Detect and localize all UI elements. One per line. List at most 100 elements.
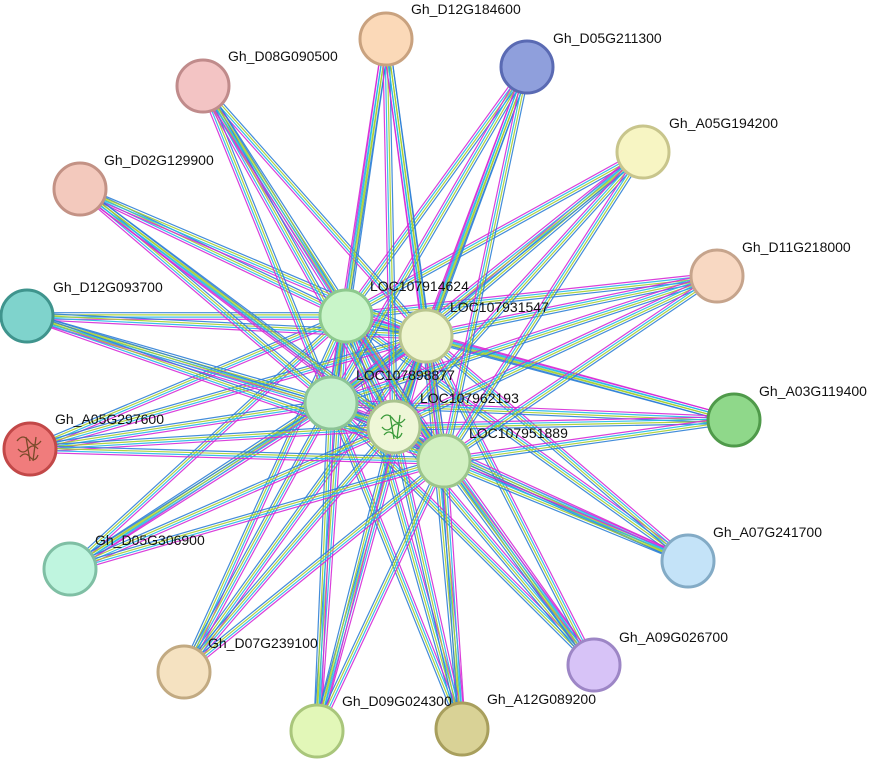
node-Gh_A03G119400[interactable] [706, 392, 762, 448]
node-label-Gh_A07G241700: Gh_A07G241700 [713, 524, 822, 540]
node-label-Gh_A03G119400: Gh_A03G119400 [759, 383, 867, 399]
edge-LOC107962193-Gh_A12G089200 [396, 426, 466, 729]
edge-LOC107951889-Gh_A12G089200 [440, 461, 460, 730]
node-Gh_D05G306900[interactable] [42, 541, 98, 597]
node-circle[interactable] [358, 11, 414, 67]
node-circle[interactable] [0, 288, 55, 344]
edge-LOC107951889-Gh_A05G194200 [442, 151, 643, 461]
edge-LOC107962193-Gh_D05G211300 [392, 66, 527, 427]
edge-LOC107914624-Gh_A12G089200 [344, 316, 462, 730]
node-Gh_D11G218000[interactable] [689, 248, 745, 304]
node-Gh_D02G129900[interactable] [52, 161, 108, 217]
edge-LOC107914624-Gh_D11G218000 [346, 278, 718, 320]
node-circle[interactable] [434, 701, 490, 757]
edge-LOC107962193-Gh_A12G089200 [394, 426, 464, 729]
edge-LOC107914624-Gh_D05G211300 [346, 67, 529, 317]
edge-LOC107898877-Gh_D02G129900 [81, 186, 334, 401]
node-LOC107914624[interactable] [318, 288, 374, 344]
node-Gh_A09G026700[interactable] [566, 637, 622, 693]
node-circle[interactable] [303, 375, 359, 431]
node-circle[interactable] [660, 533, 716, 589]
node-label-LOC107962193: LOC107962193 [420, 390, 519, 406]
node-circle[interactable] [42, 541, 98, 597]
edge-LOC107898877-Gh_D07G239100 [180, 401, 329, 671]
node-Gh_A05G297600[interactable] [2, 421, 58, 477]
edge-LOC107914624-Gh_A05G297600 [28, 312, 345, 447]
node-circle[interactable] [175, 58, 231, 114]
edge-LOC107962193-Gh_A05G297600 [30, 429, 395, 453]
edge-LOC107951889-Gh_A03G119400 [444, 422, 735, 465]
edge-LOC107962193-Gh_D05G211300 [390, 65, 525, 427]
node-LOC107898877[interactable] [303, 375, 359, 431]
edge-LOC107951889-Gh_A03G119400 [444, 420, 735, 463]
edge-LOC107931547-Gh_A07G241700 [423, 338, 687, 564]
edge-LOC107962193-Gh_D12G184600 [388, 38, 398, 427]
edge-LOC107962193-Gh_A12G089200 [390, 427, 460, 730]
edge-LOC107951889-Gh_A09G026700 [440, 462, 592, 668]
node-circle[interactable] [52, 161, 108, 217]
node-circle[interactable] [398, 308, 454, 364]
node-Gh_A07G241700[interactable] [660, 533, 716, 589]
edge-LOC107951889-Gh_D07G239100 [181, 457, 443, 670]
edge-LOC107914624-Gh_D05G306900 [70, 316, 348, 571]
node-Gh_D12G184600[interactable] [358, 11, 414, 67]
edge-LOC107951889-Gh_A07G241700 [444, 459, 689, 561]
node-circle[interactable] [2, 421, 58, 477]
edge-LOC107898877-Gh_D08G090500 [205, 84, 335, 402]
node-Gh_D07G239100[interactable] [156, 644, 212, 700]
node-Gh_D08G090500[interactable] [175, 58, 231, 114]
node-circle[interactable] [318, 288, 374, 344]
edge-LOC107931547-Gh_A07G241700 [424, 336, 688, 563]
edge-LOC107962193-Gh_D07G239100 [181, 424, 392, 671]
node-Gh_D05G211300[interactable] [499, 39, 555, 95]
node-circle[interactable] [615, 124, 671, 180]
edge-LOC107951889-Gh_D12G184600 [382, 39, 442, 462]
edge-LOC107931547-Gh_D07G239100 [186, 337, 430, 675]
edge-LOC107951889-Gh_D12G184600 [384, 39, 444, 462]
edge-LOC107914624-Gh_A05G297600 [30, 316, 347, 451]
node-LOC107931547[interactable] [398, 308, 454, 364]
node-circle[interactable] [366, 399, 422, 455]
edge-LOC107962193-Gh_A03G119400 [394, 420, 735, 429]
edge-LOC107951889-Gh_A07G241700 [445, 457, 690, 559]
node-circle[interactable] [416, 433, 472, 489]
edge-LOC107898877-Gh_D08G090500 [201, 86, 331, 404]
node-label-Gh_D09G024300: Gh_D09G024300 [342, 693, 452, 709]
edge-LOC107898877-Gh_D05G211300 [333, 68, 531, 405]
edge-LOC107914624-Gh_D05G306900 [71, 317, 349, 572]
edge-LOC107951889-Gh_A05G297600 [30, 445, 445, 459]
node-circle[interactable] [499, 39, 555, 95]
edge-LOC107962193-Gh_D11G218000 [393, 274, 717, 427]
node-circle[interactable] [156, 644, 212, 700]
edge-LOC107951889-Gh_D11G218000 [444, 276, 718, 463]
edge-LOC107898877-Gh_A09G026700 [328, 404, 593, 668]
edge-LOC107962193-Gh_A05G194200 [396, 153, 646, 430]
node-layer [0, 11, 762, 759]
node-LOC107962193[interactable] [366, 399, 422, 455]
edge-LOC107962193-Gh_D07G239100 [184, 427, 396, 674]
edge-LOC107898877-Gh_D07G239100 [186, 404, 335, 674]
edge-LOC107951889-Gh_D07G239100 [184, 461, 446, 674]
edge-LOC107951889-Gh_D12G184600 [386, 38, 446, 461]
edge-LOC107931547-Gh_A12G089200 [424, 336, 462, 730]
node-Gh_D12G093700[interactable] [0, 288, 55, 344]
edge-LOC107962193-Gh_D05G211300 [394, 67, 529, 428]
node-circle[interactable] [689, 248, 745, 304]
edge-LOC107951889-Gh_A05G194200 [440, 149, 641, 460]
node-Gh_D09G024300[interactable] [289, 703, 345, 759]
node-circle[interactable] [566, 637, 622, 693]
edge-LOC107898877-Gh_D02G129900 [78, 189, 331, 405]
node-LOC107951889[interactable] [416, 433, 472, 489]
edge-LOC107951889-Gh_A07G241700 [442, 463, 687, 565]
node-Gh_A05G194200[interactable] [615, 124, 671, 180]
node-label-LOC107951889: LOC107951889 [469, 425, 568, 441]
edge-layer [25, 38, 736, 733]
node-Gh_A12G089200[interactable] [434, 701, 490, 757]
node-circle[interactable] [289, 703, 345, 759]
edge-LOC107951889-Gh_A12G089200 [442, 461, 462, 730]
edge-LOC107898877-Gh_D12G093700 [27, 312, 333, 401]
edge-LOC107914624-Gh_A07G241700 [343, 318, 687, 565]
edge-LOC107898877-Gh_A12G089200 [333, 401, 466, 728]
node-circle[interactable] [706, 392, 762, 448]
